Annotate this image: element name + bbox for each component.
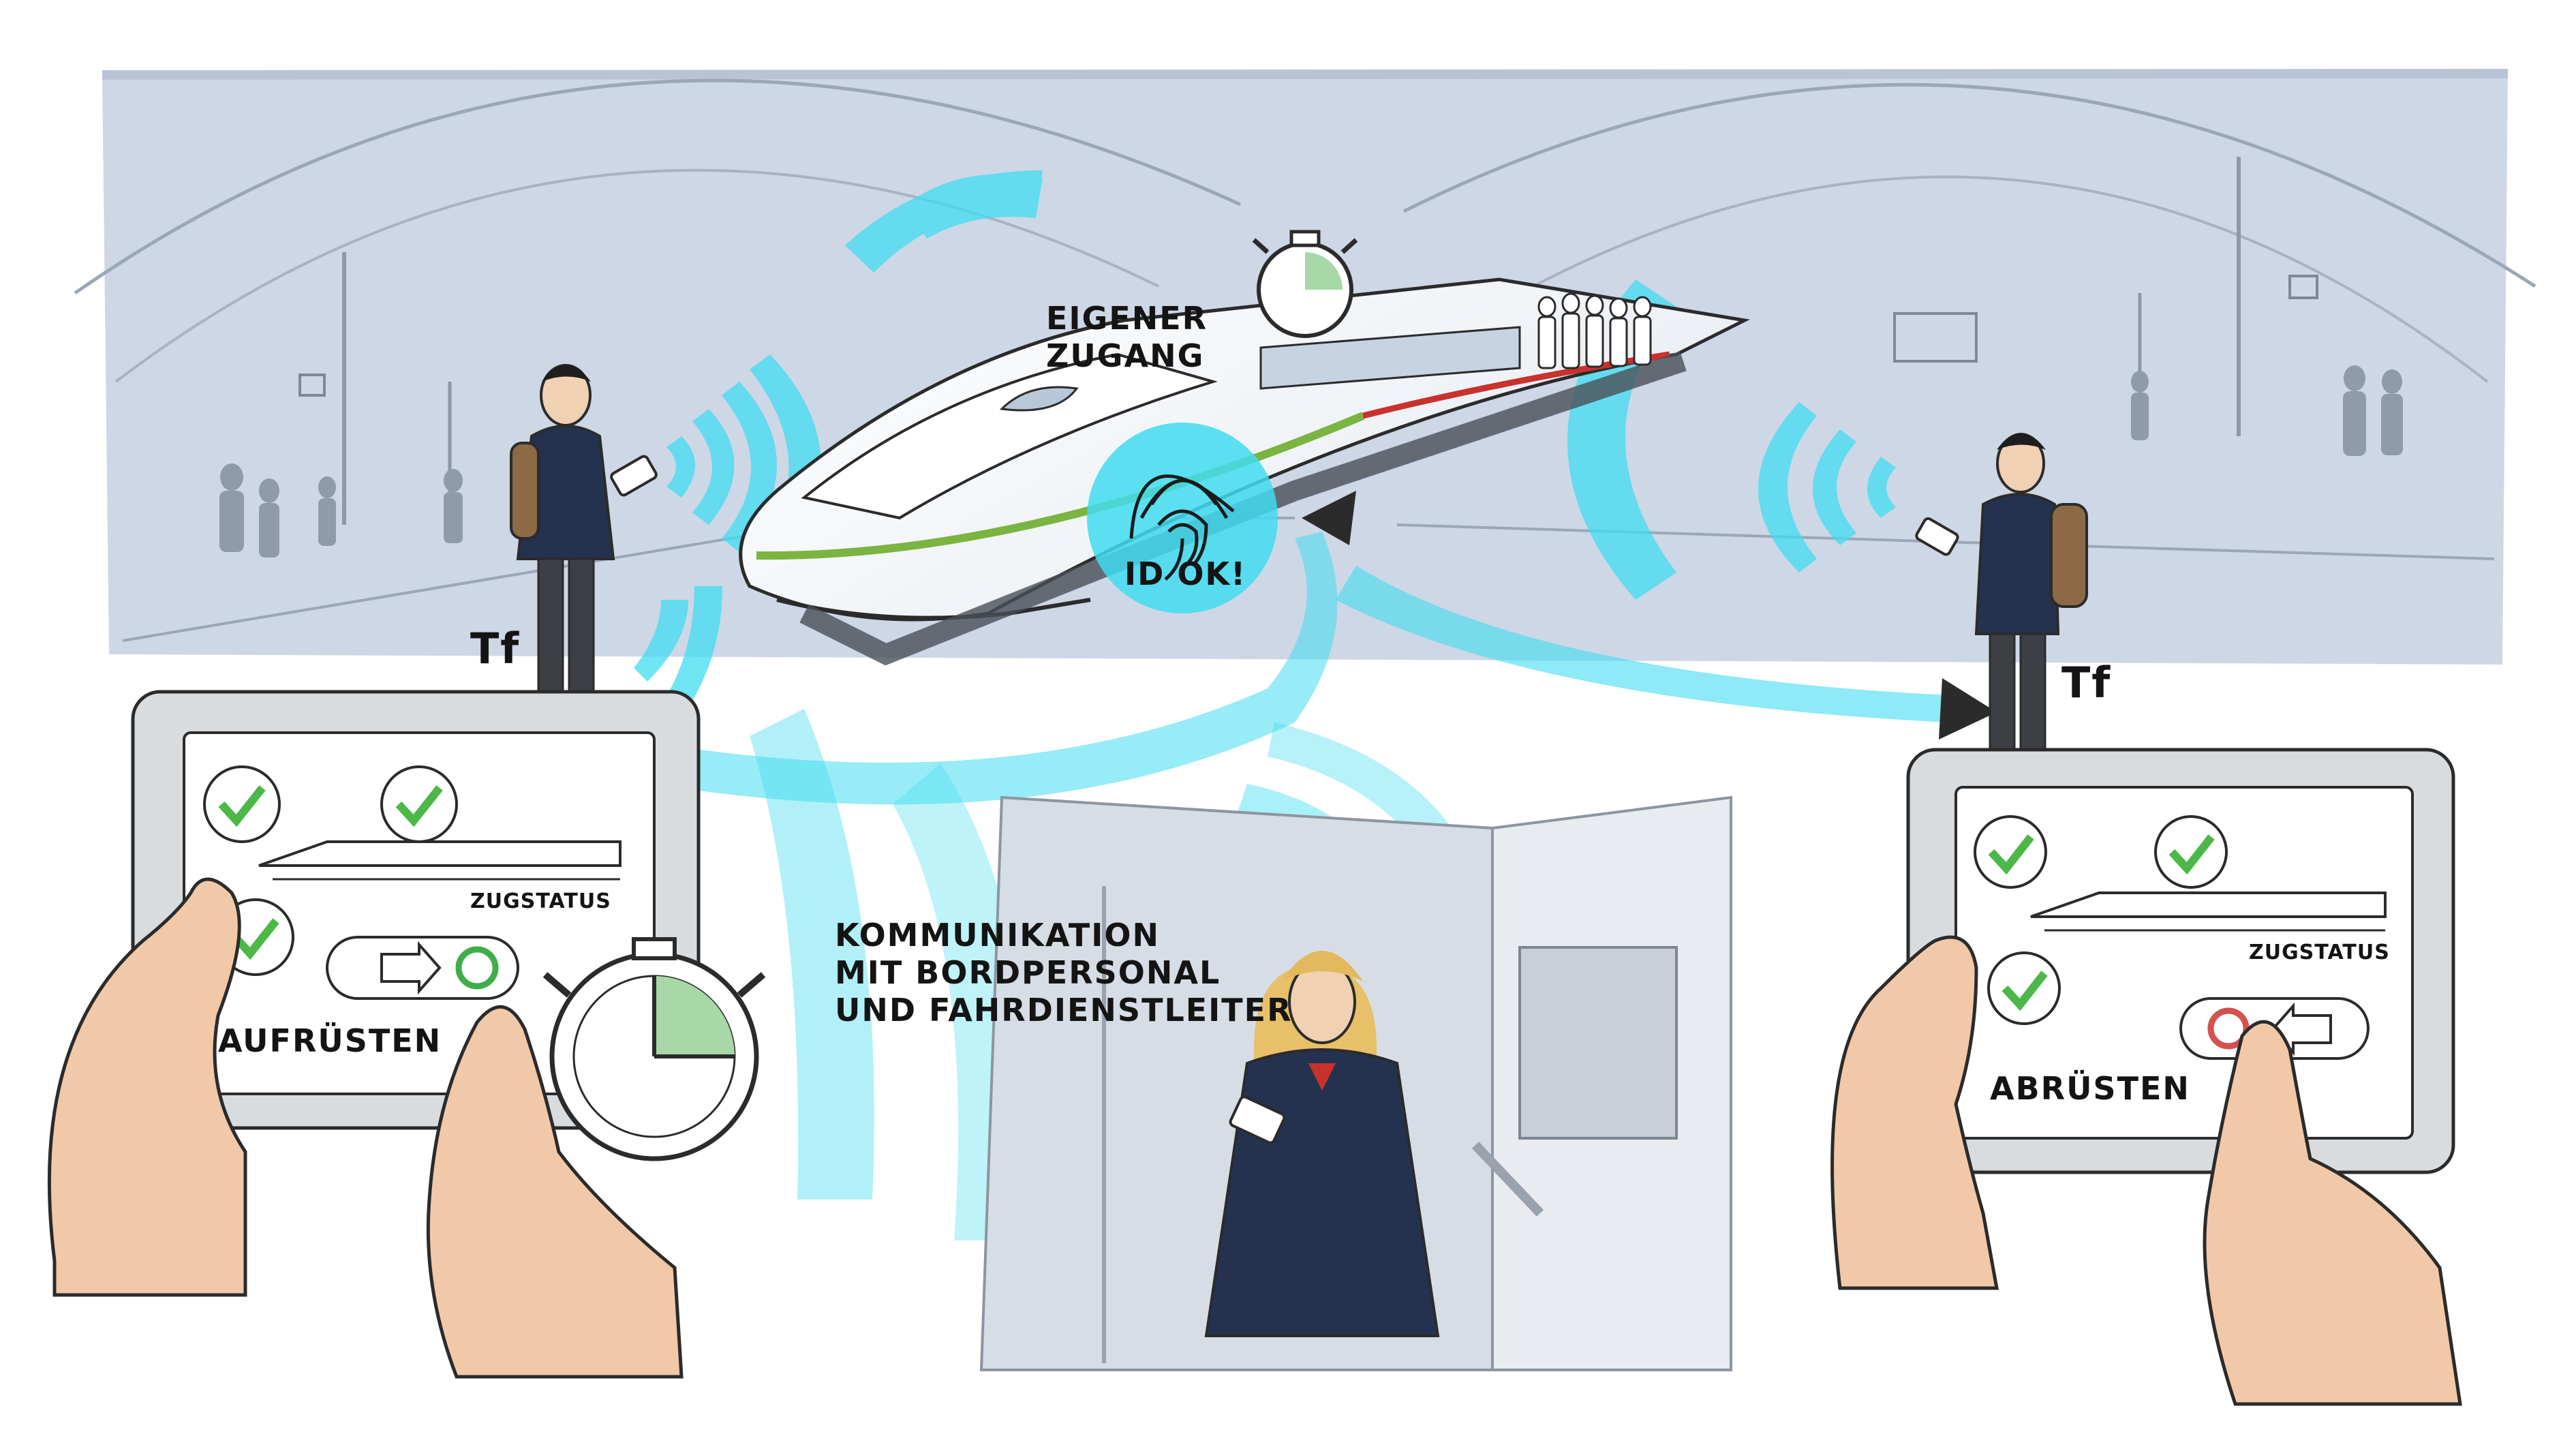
id-ok-label: ID OK! (1124, 555, 1247, 592)
stopwatch-small-icon (1252, 230, 1358, 338)
tablet-right-status-label: ZUGSTATUS (2249, 941, 2390, 964)
tablet-left-status-label: ZUGSTATUS (470, 889, 611, 913)
driver-label-right: Tf (2061, 658, 2112, 707)
stopwatch-large-icon (542, 937, 766, 1161)
tablet-right (1906, 748, 2455, 1174)
tablet-right-action-label: ABRÜSTEN (1990, 1070, 2190, 1107)
flow-arrows (613, 491, 1997, 805)
tablet-left-action-label: AUFRÜSTEN (218, 1022, 442, 1059)
fingerprint-icon (1087, 423, 1278, 613)
driver-label-left: Tf (470, 624, 521, 673)
hands-right (1830, 935, 2462, 1406)
access-label: EIGENER ZUGANG (1046, 300, 1208, 375)
conductor (1204, 951, 1440, 1337)
communication-label: KOMMUNIKATION MIT BORDPERSONAL UND FAHRD… (835, 917, 1293, 1029)
hands-left (47, 877, 684, 1379)
